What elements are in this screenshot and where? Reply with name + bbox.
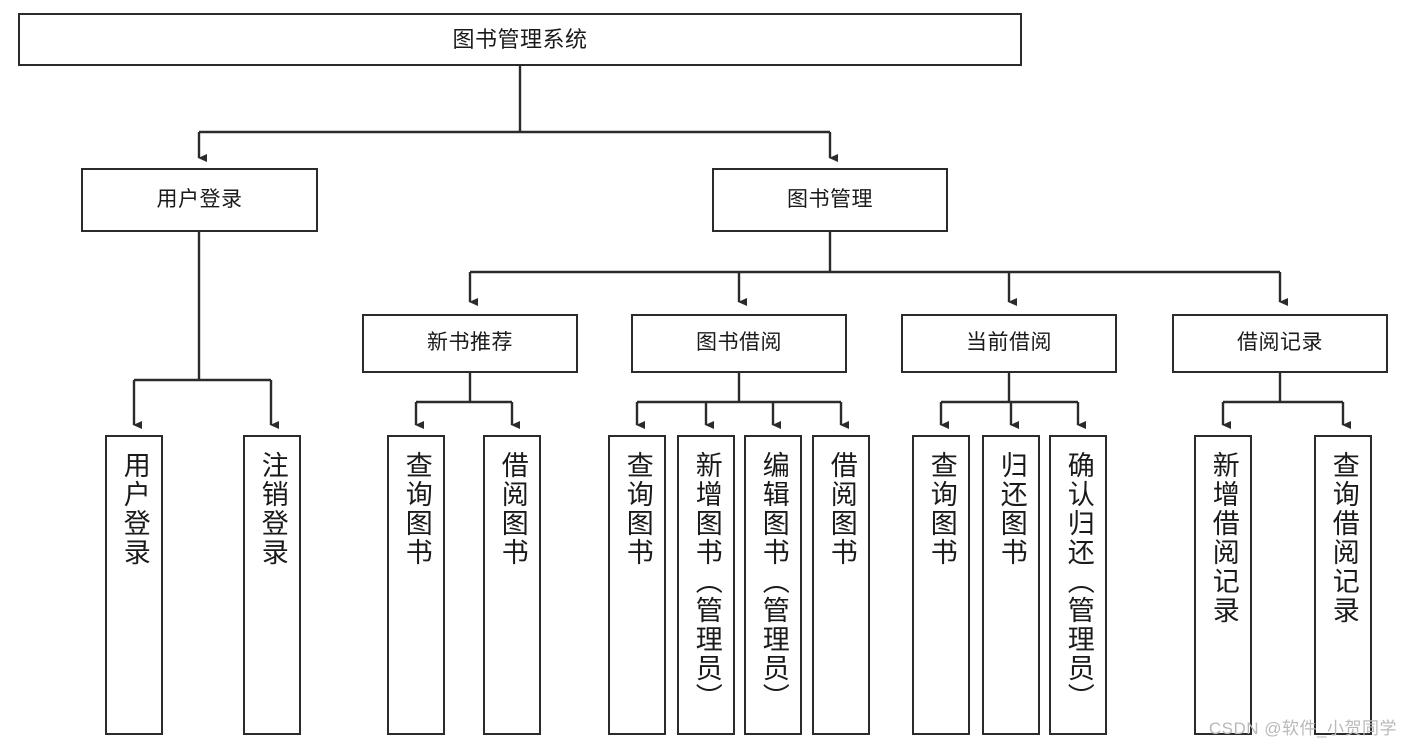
node-label: 注销登录 bbox=[257, 451, 288, 567]
node-label: 图书借阅 bbox=[696, 331, 782, 355]
node-label: 图书管理系统 bbox=[452, 26, 588, 52]
node-label: 用户登录 bbox=[156, 187, 243, 211]
leaf-bb-borrow-book[interactable]: 借阅图书 bbox=[812, 435, 870, 735]
leaf-cb-return-book[interactable]: 归还图书 bbox=[982, 435, 1040, 735]
leaf-logout[interactable]: 注销登录 bbox=[243, 435, 301, 735]
node-label: 查询图书 bbox=[622, 451, 653, 567]
leaf-cb-query-book[interactable]: 查询图书 bbox=[912, 435, 970, 735]
node-book-borrowing[interactable]: 图书借阅 bbox=[631, 314, 847, 373]
node-label: 用户登录 bbox=[119, 451, 150, 567]
node-borrowing-record[interactable]: 借阅记录 bbox=[1172, 314, 1388, 373]
leaf-bb-edit-book-admin[interactable]: 编辑图书（管理员） bbox=[744, 435, 802, 735]
node-label: 新书推荐 bbox=[427, 331, 513, 355]
node-label: 确认归还（管理员） bbox=[1063, 451, 1094, 712]
node-label: 当前借阅 bbox=[966, 331, 1052, 355]
leaf-user-login[interactable]: 用户登录 bbox=[105, 435, 163, 735]
leaf-bb-query-book[interactable]: 查询图书 bbox=[608, 435, 666, 735]
node-root-book-management-system[interactable]: 图书管理系统 bbox=[18, 13, 1022, 66]
node-label: 归还图书 bbox=[996, 451, 1027, 567]
node-label: 借阅图书 bbox=[497, 451, 528, 567]
node-label: 查询图书 bbox=[401, 451, 432, 567]
leaf-bb-add-book-admin[interactable]: 新增图书（管理员） bbox=[677, 435, 735, 735]
leaf-br-add-record[interactable]: 新增借阅记录 bbox=[1194, 435, 1252, 735]
node-label: 借阅记录 bbox=[1237, 331, 1323, 355]
leaf-br-query-record[interactable]: 查询借阅记录 bbox=[1314, 435, 1372, 735]
node-user-login[interactable]: 用户登录 bbox=[81, 168, 318, 232]
leaf-nb-borrow-book[interactable]: 借阅图书 bbox=[483, 435, 541, 735]
node-label: 图书管理 bbox=[787, 187, 873, 211]
node-label: 查询图书 bbox=[926, 451, 957, 567]
node-label: 编辑图书（管理员） bbox=[758, 451, 789, 712]
node-book-management[interactable]: 图书管理 bbox=[712, 168, 948, 232]
leaf-cb-confirm-return-admin[interactable]: 确认归还（管理员） bbox=[1049, 435, 1107, 735]
node-label: 借阅图书 bbox=[826, 451, 857, 567]
leaf-nb-query-book[interactable]: 查询图书 bbox=[387, 435, 445, 735]
node-new-book-recommendation[interactable]: 新书推荐 bbox=[362, 314, 578, 373]
csdn-watermark: CSDN @软件_小贺同学 bbox=[1208, 719, 1397, 738]
node-label: 新增借阅记录 bbox=[1208, 451, 1239, 625]
node-label: 新增图书（管理员） bbox=[691, 451, 722, 712]
node-current-borrowing[interactable]: 当前借阅 bbox=[901, 314, 1117, 373]
node-label: 查询借阅记录 bbox=[1328, 451, 1359, 625]
